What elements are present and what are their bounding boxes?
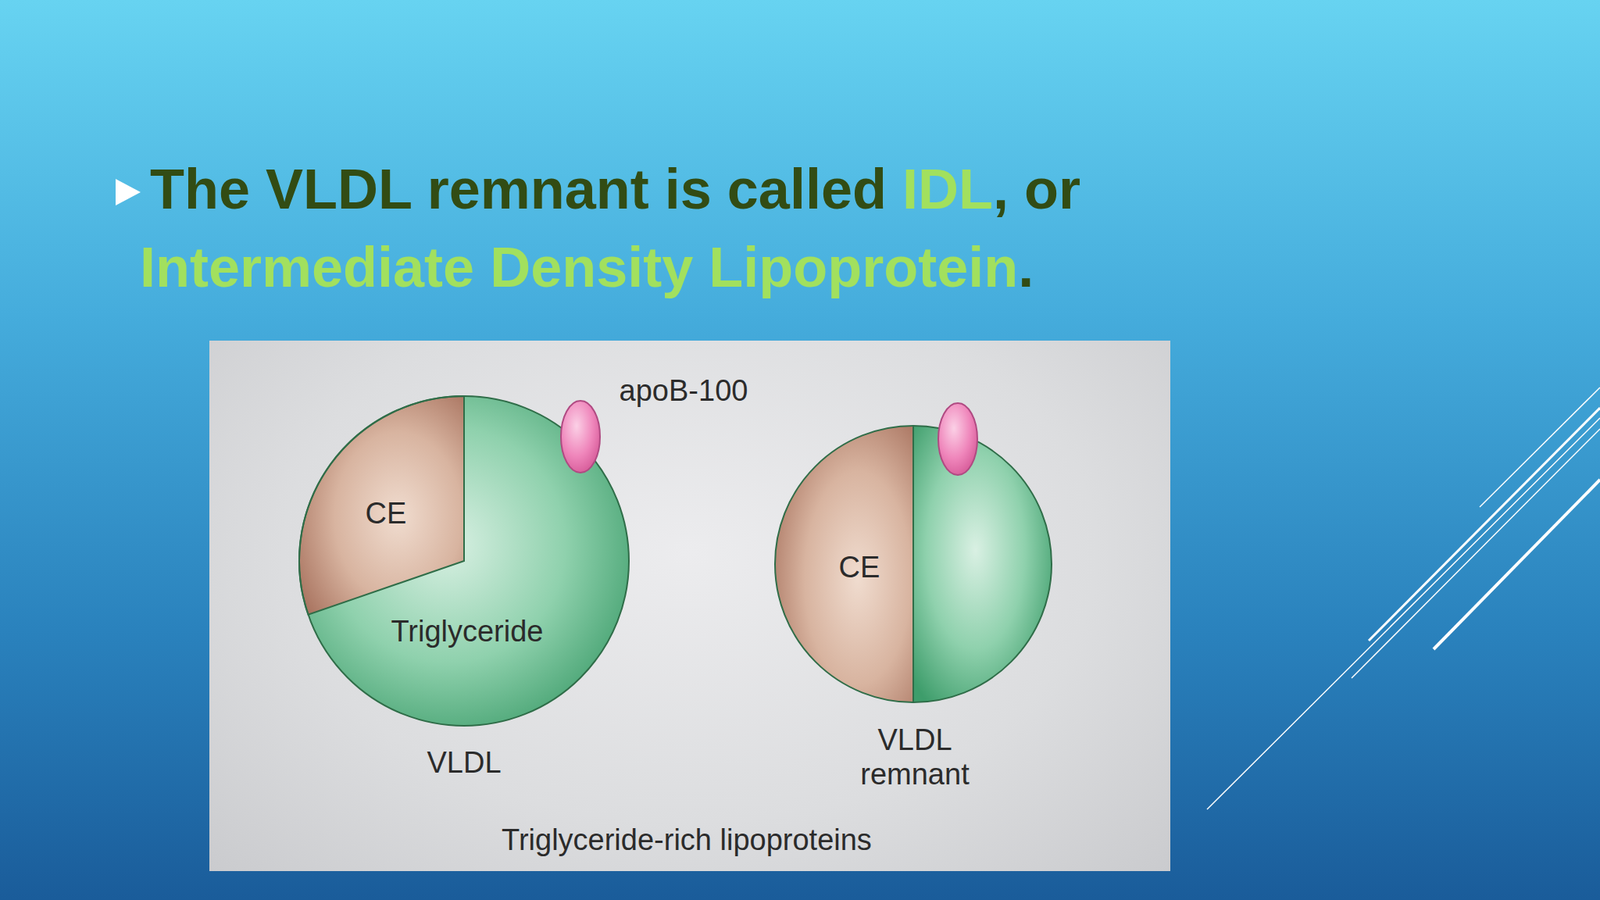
figure-caption: Triglyceride-rich lipoproteins [335, 822, 1039, 858]
triglyceride-core [299, 396, 629, 726]
particle-name: VLDL [346, 745, 582, 780]
decor-line [1433, 479, 1600, 650]
core-divider [912, 425, 915, 703]
title-part: Intermediate Density Lipoprotein [139, 235, 1018, 299]
title-part: . [1017, 235, 1034, 299]
decor-line [1368, 407, 1600, 641]
protein-label: apoB-100 [619, 373, 749, 408]
apob-protein [560, 400, 600, 473]
title-part: IDL [902, 157, 993, 221]
triglyceride-half [913, 425, 1052, 703]
decor-line [1207, 417, 1600, 810]
particle-shape [298, 395, 630, 727]
vldl-particle: CETriglycerideVLDL [298, 395, 630, 727]
decor-lines [1207, 387, 1600, 810]
apob-protein [938, 403, 978, 475]
core-label: CE [339, 496, 433, 531]
ce-wedge [299, 396, 465, 615]
bullet-triangle [115, 178, 141, 206]
ce-half [775, 425, 914, 703]
slide-title: The VLDL remnant is called IDL, or Inter… [139, 150, 1515, 307]
decor-line [1351, 428, 1600, 679]
particle-name: VLDL remnant [836, 722, 993, 792]
core-label: CE [812, 550, 907, 585]
particle-outline [775, 425, 1052, 703]
particle-shape [774, 425, 1053, 704]
core-label: Triglyceride [350, 614, 585, 649]
title-part: , or [992, 157, 1081, 221]
particle-outline [299, 396, 629, 726]
title-part: The VLDL remnant is called [150, 157, 903, 221]
remnant-particle: CEVLDL remnant [774, 425, 1053, 704]
figure-panel: Triglyceride-rich lipoproteins CE Triglyce… [209, 340, 1171, 872]
